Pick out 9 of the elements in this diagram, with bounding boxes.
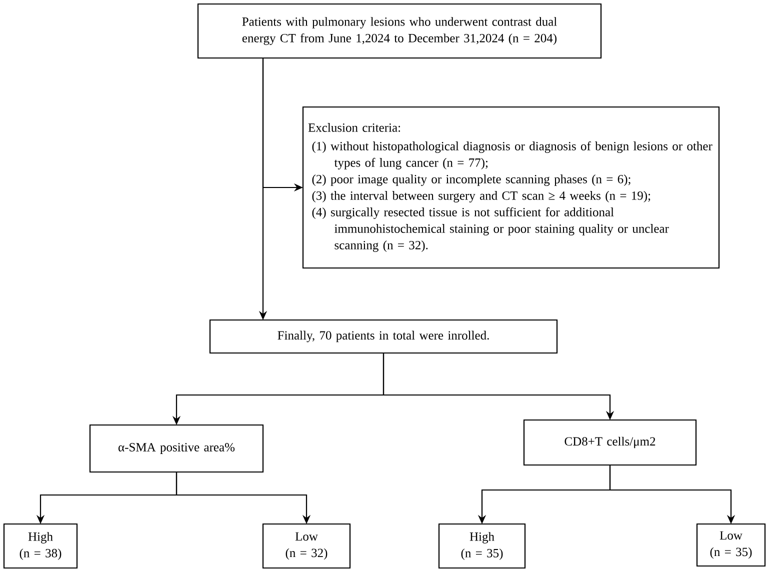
result-box: Low (n = 32) — [262, 523, 351, 569]
group-box: α-SMA positive area% — [89, 424, 264, 473]
group-box: CD8+T cells/μm2 — [523, 419, 697, 466]
result-box: High (n = 35) — [438, 523, 526, 569]
study-box: Patients with pulmonary lesions who underwent contrast dual energy CT from June 1,2024 to December 31,2024 (n = 204) — [197, 3, 602, 59]
exclusion-box: Exclusion criteria: (1) without histopathological diagnosis or diagnosis of benign lesions or other types of lung cancer (n = 77); (2) poor image quality or incomplete scanning phases (n = 6); (3) the interval between surgery and CT scan ≥ 4 weeks (n = 19); (4) surgically resected tissue is not sufficient for additional immunohistochemical staining or poor staining quality or unclear scanning (n = 32). — [302, 106, 720, 269]
process-box: Finally, 70 patients in total were inrolled. — [209, 319, 558, 354]
result-box: High (n = 38) — [3, 523, 78, 569]
result-box: Low (n = 35) — [696, 523, 766, 567]
